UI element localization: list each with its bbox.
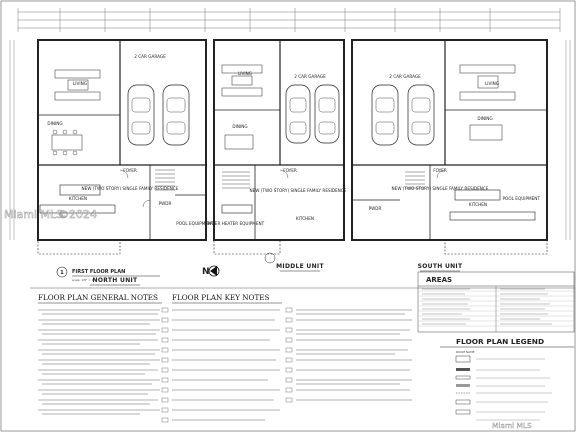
legend-wall-icon: [456, 368, 470, 371]
watermark-year: ©2024: [58, 208, 97, 221]
north-living-label: LIVING: [73, 81, 87, 86]
south-dining-label: DINING: [477, 116, 492, 121]
legend-room-name: ROOM NAME: [456, 350, 475, 354]
legend-window-icon: [455, 399, 471, 405]
svg-text:N: N: [202, 267, 210, 277]
key-notes-title: FLOOR PLAN KEY NOTES: [172, 293, 269, 302]
middle-foyer-label: FOYER: [283, 168, 297, 173]
side-dimensions: [9, 40, 571, 240]
general-notes: FLOOR PLAN GENERAL NOTES: [38, 293, 162, 415]
middle-unit-plan: [213, 39, 345, 255]
legend-masonry-icon: [456, 384, 470, 387]
south-unit-title: SOUTH UNIT: [418, 263, 463, 270]
south-garage-label: 2 CAR GARAGE: [389, 74, 421, 79]
watermark-text: Miami MLS: [4, 208, 63, 221]
watermark-corner: Miami MLS: [492, 421, 532, 430]
north-garage-label: 2 CAR GARAGE: [134, 54, 166, 59]
middle-residence-label: NEW (TWO STORY) SINGLE FAMILY RESIDENCE: [250, 188, 347, 193]
key-notes: FLOOR PLAN KEY NOTES: [161, 293, 412, 423]
north-unit-title: NORTH UNIT: [93, 277, 139, 284]
middle-unit-title: MIDDLE UNIT: [276, 263, 324, 270]
north-unit-plan: [37, 39, 207, 255]
south-living-label: LIVING: [485, 81, 499, 86]
north-pool-equipment-label: POOL EQUIPMENT: [176, 221, 214, 226]
north-arrow-icon: N: [202, 265, 220, 277]
areas-table: AREAS: [417, 271, 575, 333]
middle-dining-label: DINING: [232, 124, 247, 129]
general-notes-title: FLOOR PLAN GENERAL NOTES: [38, 293, 158, 302]
north-kitchen-label: KITCHEN: [69, 196, 87, 201]
legend-title: FLOOR PLAN LEGEND: [456, 337, 544, 346]
middle-water-heater-label: WATER HEATER EQUIPMENT: [206, 221, 265, 226]
north-foyer-label: FOYER: [123, 168, 137, 173]
section-marker-icon: [264, 252, 276, 264]
south-pwdr-label: PWDR: [369, 206, 382, 211]
floor-plan-legend: FLOOR PLAN LEGEND ROOM NAME: [440, 337, 574, 421]
south-residence-label: NEW (TWO STORY) SINGLE FAMILY RESIDENCE: [392, 186, 489, 191]
legend-door-icon: [455, 409, 471, 415]
top-dimensions: [17, 8, 561, 32]
north-dining-label: DINING: [47, 121, 62, 126]
plan-number: 1: [60, 270, 64, 276]
plan-title-block: 1 FIRST FLOOR PLAN scale: 1/8" = 1'-0": [56, 266, 160, 282]
room-labels: LIVING 2 CAR GARAGE DINING KITCHEN FOYER…: [47, 54, 540, 226]
north-pwdr-label: PWDR: [159, 201, 172, 206]
legend-partition-icon: [455, 375, 471, 380]
south-unit-plan: [351, 39, 548, 255]
middle-living-label: LIVING: [238, 71, 252, 76]
middle-garage-label: 2 CAR GARAGE: [294, 74, 326, 79]
plan-title: FIRST FLOOR PLAN: [72, 269, 125, 275]
areas-title: AREAS: [426, 276, 452, 284]
south-kitchen-label: KITCHEN: [469, 202, 487, 207]
north-residence-label: NEW (TWO STORY) SINGLE FAMILY RESIDENCE: [82, 186, 179, 191]
south-foyer-label: FOYER: [433, 168, 447, 173]
plan-scale: scale: 1/8" = 1'-0": [72, 278, 99, 282]
south-pool-equipment-label: POOL EQUIPMENT: [503, 196, 541, 201]
middle-kitchen-label: KITCHEN: [296, 216, 314, 221]
watermark: Miami MLS ©2024 Miami MLS: [4, 208, 533, 430]
legend-room-tag-icon: [455, 355, 471, 363]
